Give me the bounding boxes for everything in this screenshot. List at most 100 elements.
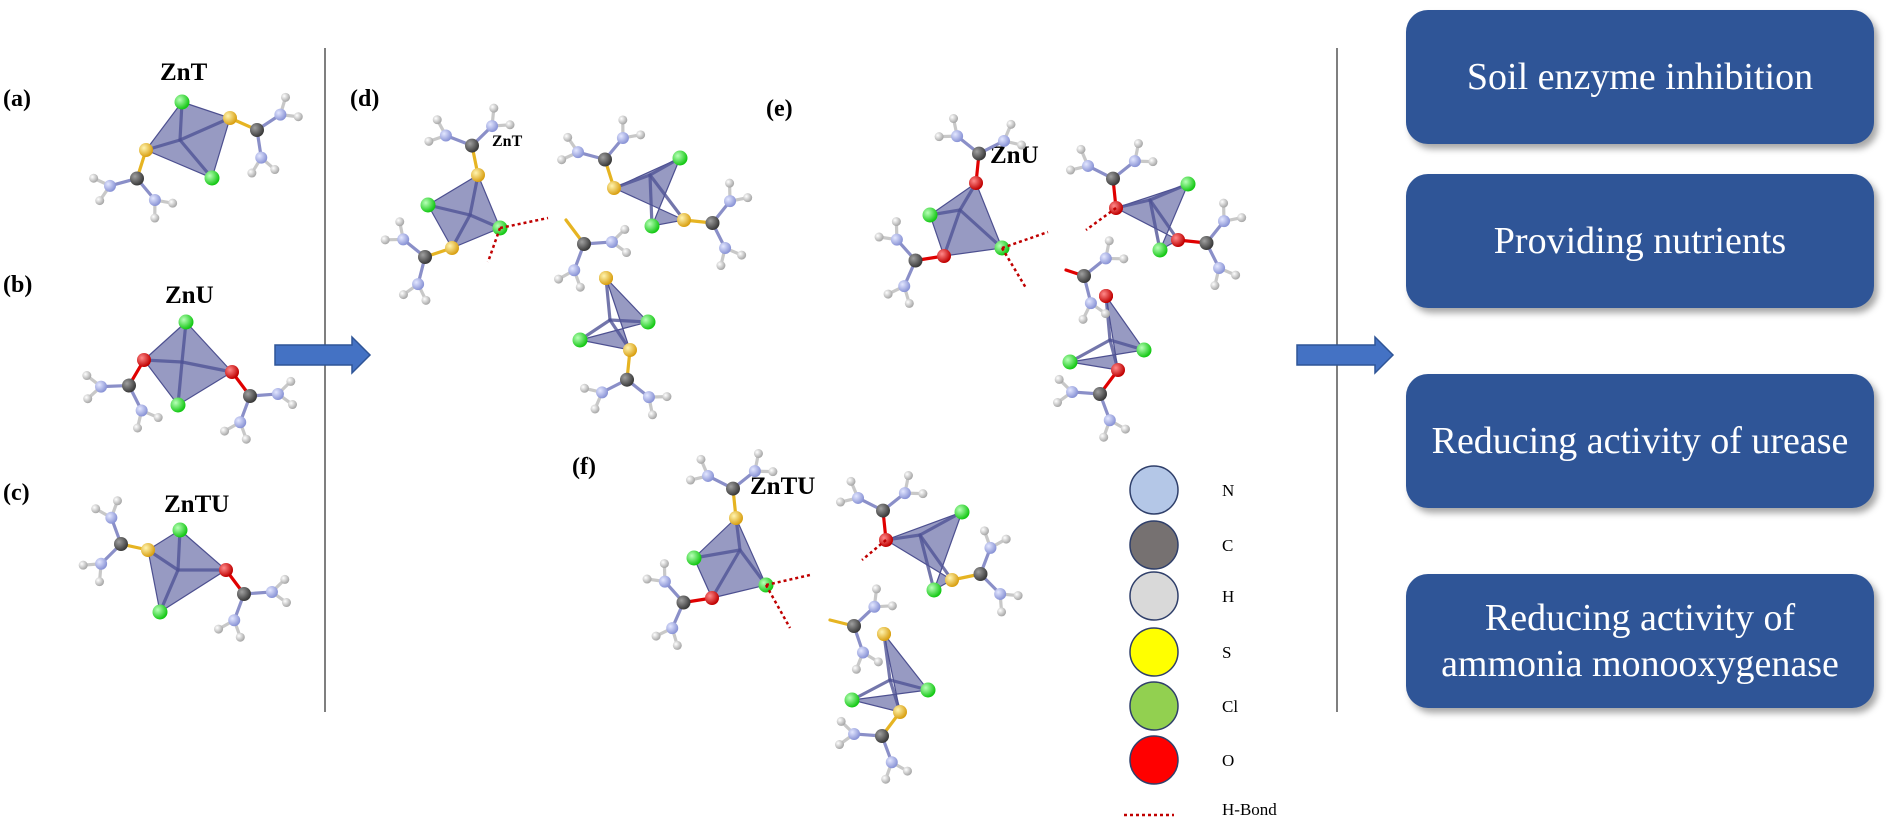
carbon-atom — [1199, 236, 1214, 250]
panel-label-f: (f) — [572, 454, 596, 480]
hydrogen-atom — [241, 434, 251, 444]
carbon-atom — [250, 123, 264, 137]
hydrogen-atom — [89, 173, 99, 183]
hydrogen-atom — [887, 601, 897, 611]
carbon-atom — [130, 171, 144, 186]
nitrogen-atom — [105, 511, 118, 524]
hydrogen-atom — [725, 178, 735, 188]
sulfur-atom — [471, 168, 485, 182]
chlorine-atom — [170, 397, 186, 413]
arrow-left — [274, 335, 372, 375]
nitrogen-atom — [642, 391, 655, 404]
hydrogen-atom — [1076, 144, 1086, 154]
zn-tetrahedron — [145, 101, 231, 179]
hydrogen-atom — [557, 155, 567, 165]
hydrogen-atom — [1053, 398, 1063, 408]
hydrogen-atom — [696, 454, 706, 464]
hydrogen-bond — [1001, 230, 1049, 250]
nitrogen-atom — [148, 194, 161, 207]
sulfur-atom — [445, 241, 459, 255]
hydrogen-atom — [846, 476, 856, 486]
molecule-title-e: ZnU — [990, 142, 1039, 169]
carbon-atom — [847, 619, 861, 633]
hydrogen-atom — [672, 640, 682, 650]
panel-label-d: (d) — [350, 86, 379, 112]
sulfur-atom — [945, 573, 959, 587]
nitrogen-atom — [724, 195, 737, 208]
bond — [648, 173, 686, 222]
nitrogen-atom — [616, 131, 629, 144]
hydrogen-atom — [112, 496, 122, 506]
hydrogen-bond — [486, 227, 502, 263]
legend-swatch-c — [1129, 520, 1179, 570]
effect-label: Reducing activity of urease — [1431, 419, 1849, 462]
hydrogen-atom — [662, 392, 672, 402]
carbon-atom — [465, 138, 479, 153]
bond — [604, 276, 612, 322]
nitrogen-atom — [486, 120, 499, 133]
legend-label-h-bond: H-Bond — [1222, 800, 1277, 819]
carbon-atom — [876, 503, 890, 518]
nitrogen-atom — [852, 491, 865, 504]
sulfur-atom — [139, 143, 153, 157]
bond — [918, 533, 954, 582]
hydrogen-atom — [883, 289, 893, 299]
oxygen-atom — [137, 353, 151, 367]
nitrogen-atom — [397, 233, 410, 246]
hydrogen-atom — [489, 103, 499, 113]
legend-swatch-o — [1129, 735, 1179, 785]
bond — [882, 632, 892, 682]
nitrogen-atom — [1128, 155, 1141, 168]
nitrogen-atom — [868, 600, 881, 613]
bond — [710, 548, 742, 600]
molecule-title-c: ZnTU — [164, 491, 229, 518]
hydrogen-atom — [1013, 591, 1023, 601]
legend-swatch-s — [1129, 627, 1179, 677]
nitrogen-atom — [994, 587, 1007, 600]
carbon-atom — [237, 587, 251, 601]
carbon-atom — [726, 481, 740, 496]
chlorine-atom — [926, 582, 942, 598]
sulfur-atom — [223, 111, 237, 125]
bond — [942, 208, 962, 258]
hydrogen-atom — [836, 716, 846, 726]
effect-box-reducing-amo: Reducing activity of ammonia monooxygena… — [1406, 574, 1874, 708]
nitrogen-atom — [1084, 297, 1097, 310]
hydrogen-atom — [281, 598, 291, 608]
carbon-atom — [1077, 269, 1091, 283]
nitrogen-atom — [856, 646, 869, 659]
hydrogen-atom — [580, 383, 590, 393]
hydrogen-atom — [214, 624, 224, 634]
hydrogen-atom — [716, 261, 726, 271]
hydrogen-atom — [836, 497, 846, 507]
hydrogen-bond — [1085, 206, 1117, 232]
nitrogen-atom — [702, 469, 715, 482]
nitrogen-atom — [274, 108, 287, 121]
hydrogen-atom — [686, 475, 696, 485]
hydrogen-atom — [281, 92, 291, 102]
nitrogen-atom — [885, 756, 898, 769]
hydrogen-atom — [150, 213, 160, 223]
nitrogen-atom — [1082, 159, 1095, 172]
legend-swatch-h — [1129, 571, 1179, 621]
nitrogen-atom — [1099, 252, 1112, 265]
nitrogen-atom — [568, 264, 581, 277]
chlorine-atom — [686, 550, 702, 566]
carbon-atom — [243, 389, 257, 403]
hydrogen-atom — [280, 574, 290, 584]
nitrogen-atom — [596, 386, 609, 399]
oxygen-atom — [1111, 363, 1125, 377]
carbon-atom — [875, 729, 889, 743]
hydrogen-atom — [133, 423, 143, 433]
nitrogen-atom — [898, 487, 911, 500]
effect-box-providing-nutrients: Providing nutrients — [1406, 174, 1874, 308]
chlorine-atom — [640, 314, 656, 330]
hydrogen-atom — [659, 559, 669, 569]
hydrogen-atom — [1016, 140, 1026, 150]
hydrogen-atom — [743, 193, 753, 203]
nitrogen-atom — [271, 387, 284, 400]
hydrogen-bond — [861, 539, 887, 561]
oxygen-atom — [705, 591, 719, 605]
